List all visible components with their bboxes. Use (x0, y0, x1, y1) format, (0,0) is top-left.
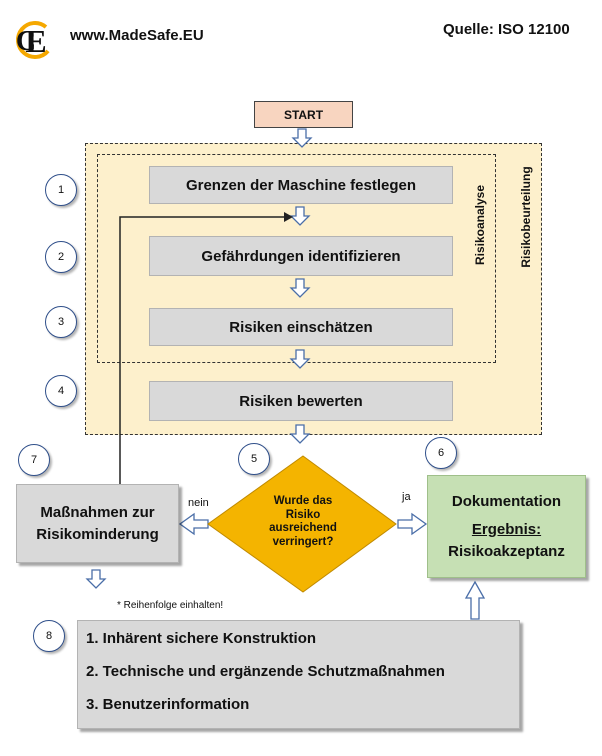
decision-line-3: ausreichend (269, 522, 337, 534)
step-number-5: 5 (238, 443, 270, 475)
documentation-box: Dokumentation Ergebnis: Risikoakzeptanz (427, 475, 586, 578)
measure-item-1: 1. Inhärent sichere Konstruktion (86, 630, 317, 647)
order-note: * Reihenfolge einhalten! (117, 600, 224, 611)
website-link[interactable]: www.MadeSafe.EU (70, 27, 204, 44)
step-number-8: 8 (33, 620, 65, 652)
measure-item-2: 2. Technische und ergänzende Schutzmaßna… (86, 663, 445, 680)
mitigation-box: Maßnahmen zur Risikominderung (16, 484, 179, 563)
step4-box: Risiken bewerten (149, 381, 453, 421)
start-box: START (254, 101, 353, 128)
arrow-step3-to-step4 (290, 349, 310, 369)
step-number-1: 1 (45, 174, 77, 206)
mitigation-line-1: Maßnahmen zur (40, 503, 155, 521)
decision-line-1: Wurde das (273, 495, 333, 507)
svg-text:C: C (16, 26, 36, 57)
svg-text:E: E (25, 23, 46, 59)
arrow-step4-to-decision (290, 424, 310, 444)
doc-result: Risikoakzeptanz (448, 542, 565, 560)
measures-box: 1. Inhärent sichere Konstruktion 2. Tech… (77, 620, 520, 729)
arrow-start-to-step1 (292, 128, 312, 148)
step3-box: Risiken einschätzen (149, 308, 453, 346)
arrow-mitigation-to-measures (86, 569, 106, 589)
step1-box: Grenzen der Maschine festlegen (149, 166, 453, 204)
mitigation-line-2: Risikominderung (36, 525, 159, 543)
step-number-7: 7 (18, 444, 50, 476)
decision-line-2: Risiko (285, 508, 321, 521)
step-number-3: 3 (45, 306, 77, 338)
step-number-6: 6 (425, 437, 457, 469)
arrow-measures-to-doc (464, 580, 486, 620)
ce-logo: E C (14, 16, 58, 60)
arrow-yes (397, 512, 428, 536)
step-number-2: 2 (45, 241, 77, 273)
arrow-step1-to-step2 (290, 206, 310, 226)
doc-result-label: Ergebnis: (471, 520, 542, 538)
decision-text: Wurde das Risiko ausreichend verringert? (253, 495, 353, 549)
doc-title: Dokumentation (451, 492, 562, 510)
source-label: Quelle: ISO 12100 (443, 21, 570, 38)
decision-line-4: verringert? (272, 535, 334, 548)
measure-item-3: 3. Benutzerinformation (86, 696, 250, 713)
yes-label: ja (402, 491, 411, 503)
decision-diamond (207, 455, 397, 593)
step-number-4: 4 (45, 375, 77, 407)
arrow-step2-to-step3 (290, 278, 310, 298)
feedback-loop-line (119, 216, 284, 484)
step2-box: Gefährdungen identifizieren (149, 236, 453, 276)
arrow-no (178, 512, 209, 536)
no-label: nein (188, 497, 209, 509)
